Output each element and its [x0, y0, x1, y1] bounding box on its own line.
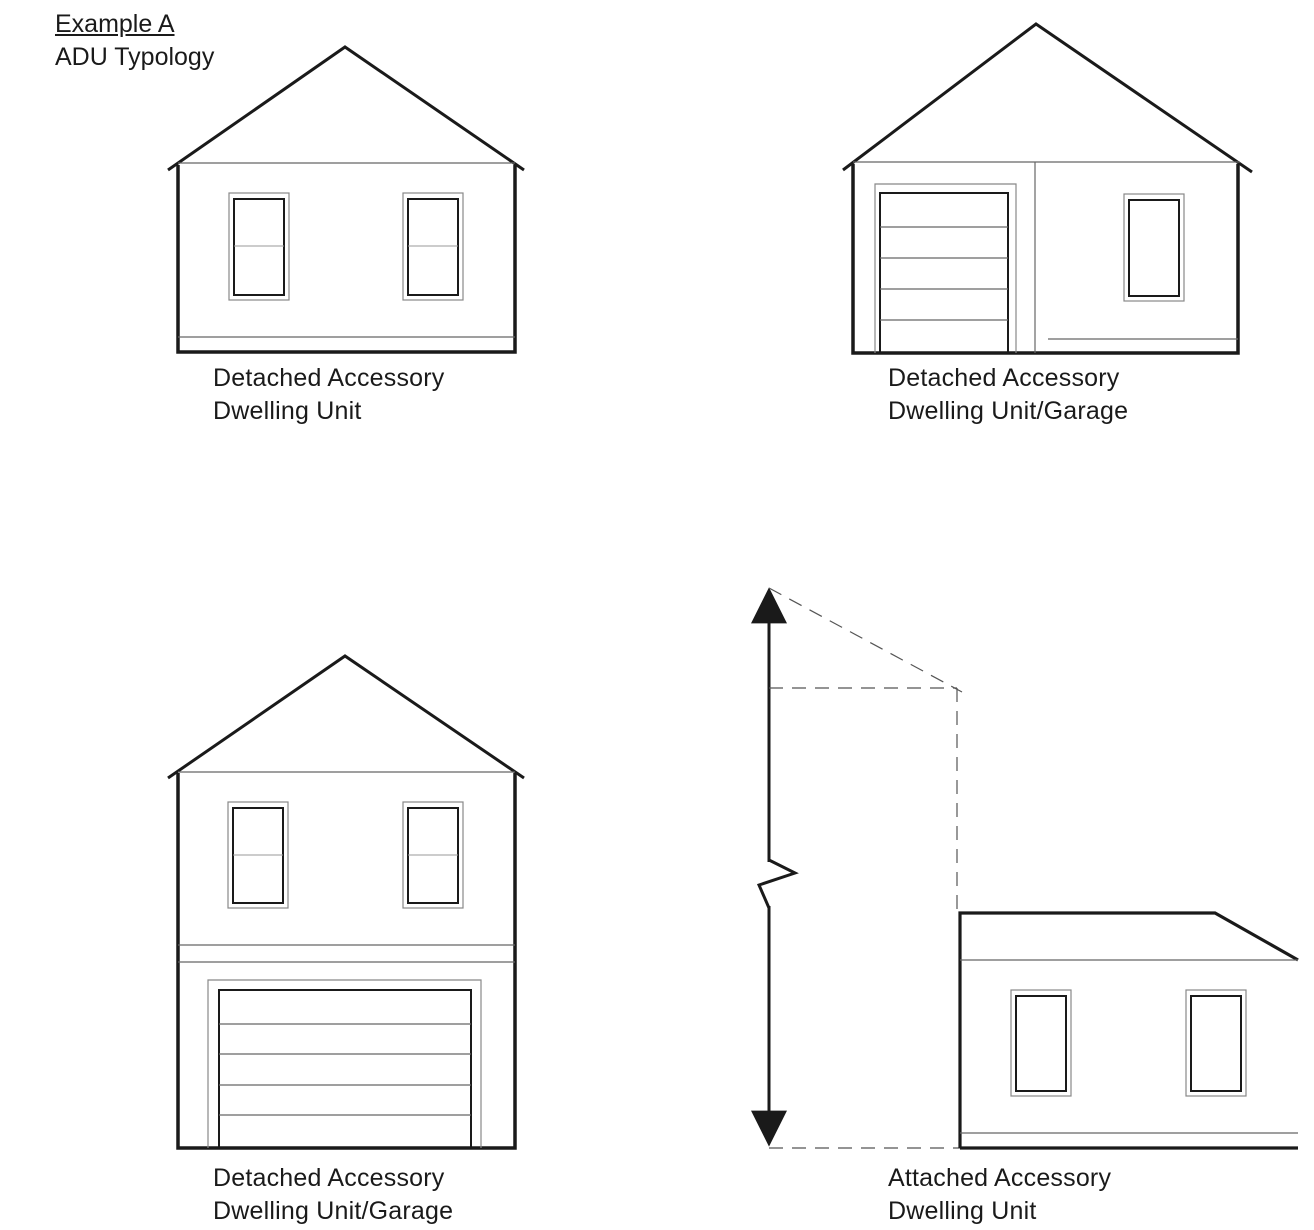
title-adu-typology: ADU Typology [55, 43, 215, 71]
window-right [1185, 989, 1247, 1097]
window-left [228, 192, 290, 301]
window [1123, 193, 1185, 302]
main-house-dashed-outline [768, 587, 963, 1149]
caption-detached-adu-garage-2: Detached Accessory Dwelling Unit/Garage [213, 1162, 453, 1228]
caption-line-2: Dwelling Unit [888, 1197, 1037, 1225]
window-right [402, 192, 464, 301]
wall-outline [176, 165, 517, 354]
caption-line-1: Detached Accessory [888, 364, 1120, 392]
caption-attached-adu: Attached Accessory Dwelling Unit [888, 1162, 1111, 1228]
main-house-break-line [751, 587, 799, 1147]
garage-door [874, 183, 1017, 354]
garage-door [207, 979, 482, 1149]
diagram-title: Example A ADU Typology [55, 8, 214, 74]
adu-roof [958, 911, 1299, 1148]
house-attached-adu [751, 587, 1299, 1150]
title-example-a: Example A [55, 10, 175, 38]
house-detached-adu-garage-1 [842, 22, 1253, 355]
caption-line-1: Attached Accessory [888, 1164, 1112, 1192]
caption-line-2: Dwelling Unit [213, 397, 362, 425]
caption-line-2: Dwelling Unit/Garage [213, 1197, 454, 1225]
window-left [227, 801, 289, 909]
caption-line-2: Dwelling Unit/Garage [888, 397, 1129, 425]
window-right [402, 801, 464, 909]
roof [842, 22, 1253, 174]
roof [167, 654, 525, 780]
wall-outline [851, 164, 1240, 355]
roof [167, 45, 525, 172]
caption-line-1: Detached Accessory [213, 364, 445, 392]
caption-detached-adu: Detached Accessory Dwelling Unit [213, 362, 445, 428]
house-detached-adu-garage-2 [167, 654, 525, 1150]
house-detached-adu [167, 45, 525, 354]
caption-line-1: Detached Accessory [213, 1164, 445, 1192]
window-left [1010, 989, 1072, 1097]
caption-detached-adu-garage-1: Detached Accessory Dwelling Unit/Garage [888, 362, 1128, 428]
